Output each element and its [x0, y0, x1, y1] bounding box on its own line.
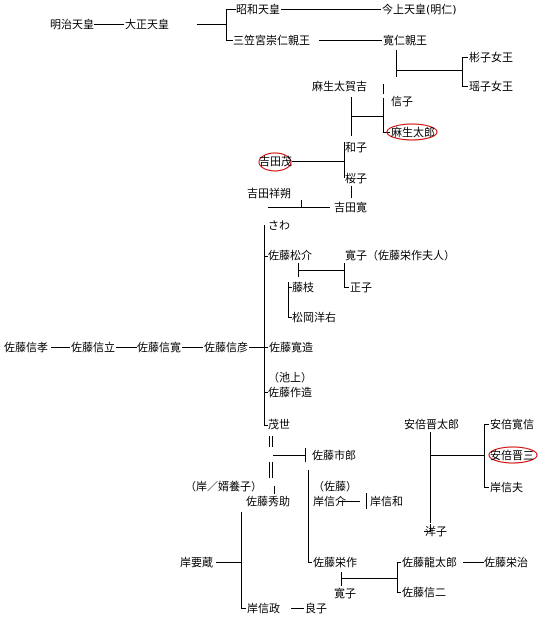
- person-sato-eiji: 佐藤栄治: [484, 556, 528, 569]
- person-kishi-nobumasa: 岸信政: [247, 602, 280, 615]
- person-yoshida-hiroshi: 吉田寛: [334, 201, 367, 214]
- person-sakurako: 桜子: [345, 172, 367, 185]
- highlight-yoshida-shigeru: [258, 152, 292, 172]
- person-matsuoka-yosuke: 松岡洋右: [292, 311, 336, 324]
- person-aso-takakichi: 麻生太賀吉: [312, 80, 367, 93]
- person-fujie: 藤枝: [292, 281, 314, 294]
- person-moyo: 茂世: [268, 418, 290, 431]
- person-kishi-adopt: （岸／婿養子）: [185, 480, 262, 493]
- person-sato-ichiro: 佐藤市郎: [312, 449, 356, 462]
- person-akiko: 彬子女王: [469, 51, 513, 64]
- person-abe-hironobu: 安倍寛信: [490, 418, 534, 431]
- person-sato-nobuhiko: 佐藤信彦: [204, 341, 248, 354]
- person-sato-nobutatsu: 佐藤信立: [71, 341, 115, 354]
- person-sato-hidesuke: 佐藤秀助: [246, 495, 290, 508]
- person-yoko: 瑶子女王: [469, 80, 513, 93]
- person-kazuko: 和子: [345, 141, 367, 154]
- person-sato-nobuhiro: 佐藤信寛: [137, 341, 181, 354]
- person-kishi-nobuo: 岸信夫: [490, 481, 523, 494]
- person-kishi-nobukazu: 岸信和: [370, 495, 403, 508]
- person-sato-sakuzo: 佐藤作造: [268, 386, 312, 399]
- person-sato-shinji: 佐藤信二: [402, 586, 446, 599]
- person-sato-nobutaka: 佐藤信孝: [4, 341, 48, 354]
- person-nobuko: 信子: [391, 95, 413, 108]
- person-kinjo: 今上天皇(明仁): [382, 3, 457, 16]
- person-sato-hirozo: 佐藤寛造: [269, 341, 313, 354]
- person-taisho: 大正天皇: [125, 18, 169, 31]
- person-sawa: さわ: [268, 219, 290, 232]
- person-hiroko: 寛子（佐藤栄作夫人）: [345, 249, 455, 262]
- person-meiji: 明治天皇: [50, 18, 94, 31]
- person-showa: 昭和天皇: [236, 3, 280, 16]
- person-mikasa: 三笠宮崇仁親王: [233, 34, 310, 47]
- highlight-abe-shinzo: [488, 446, 538, 464]
- person-yoshida-shosaku: 吉田祥朔: [247, 187, 291, 200]
- person-abe-kantaro: 安倍晋太郎: [404, 418, 459, 431]
- person-tomohito: 寛仁親王: [383, 34, 427, 47]
- person-ikegami: （池上）: [268, 371, 312, 384]
- person-abe-shinzo: 安倍晋三: [490, 449, 534, 462]
- person-yoko2: 洋子: [425, 525, 447, 538]
- person-sato-paren: （佐藤）: [313, 480, 357, 493]
- person-hiroko2: 寛子: [334, 587, 356, 600]
- person-sato-eisaku: 佐藤栄作: [313, 556, 357, 569]
- person-masako: 正子: [350, 281, 372, 294]
- person-aso-taro: 麻生太郎: [391, 126, 435, 139]
- person-kishi-yozo: 岸要蔵: [180, 556, 213, 569]
- person-sato-ryutaro: 佐藤龍太郎: [402, 556, 457, 569]
- highlight-aso-taro: [386, 123, 438, 141]
- person-yoshida-shigeru: 吉田茂: [259, 155, 292, 168]
- person-kishi-nobusuke: 岸信介: [313, 495, 346, 508]
- person-sato-matsusuke: 佐藤松介: [268, 249, 312, 262]
- person-yoshiko: 良子: [305, 602, 327, 615]
